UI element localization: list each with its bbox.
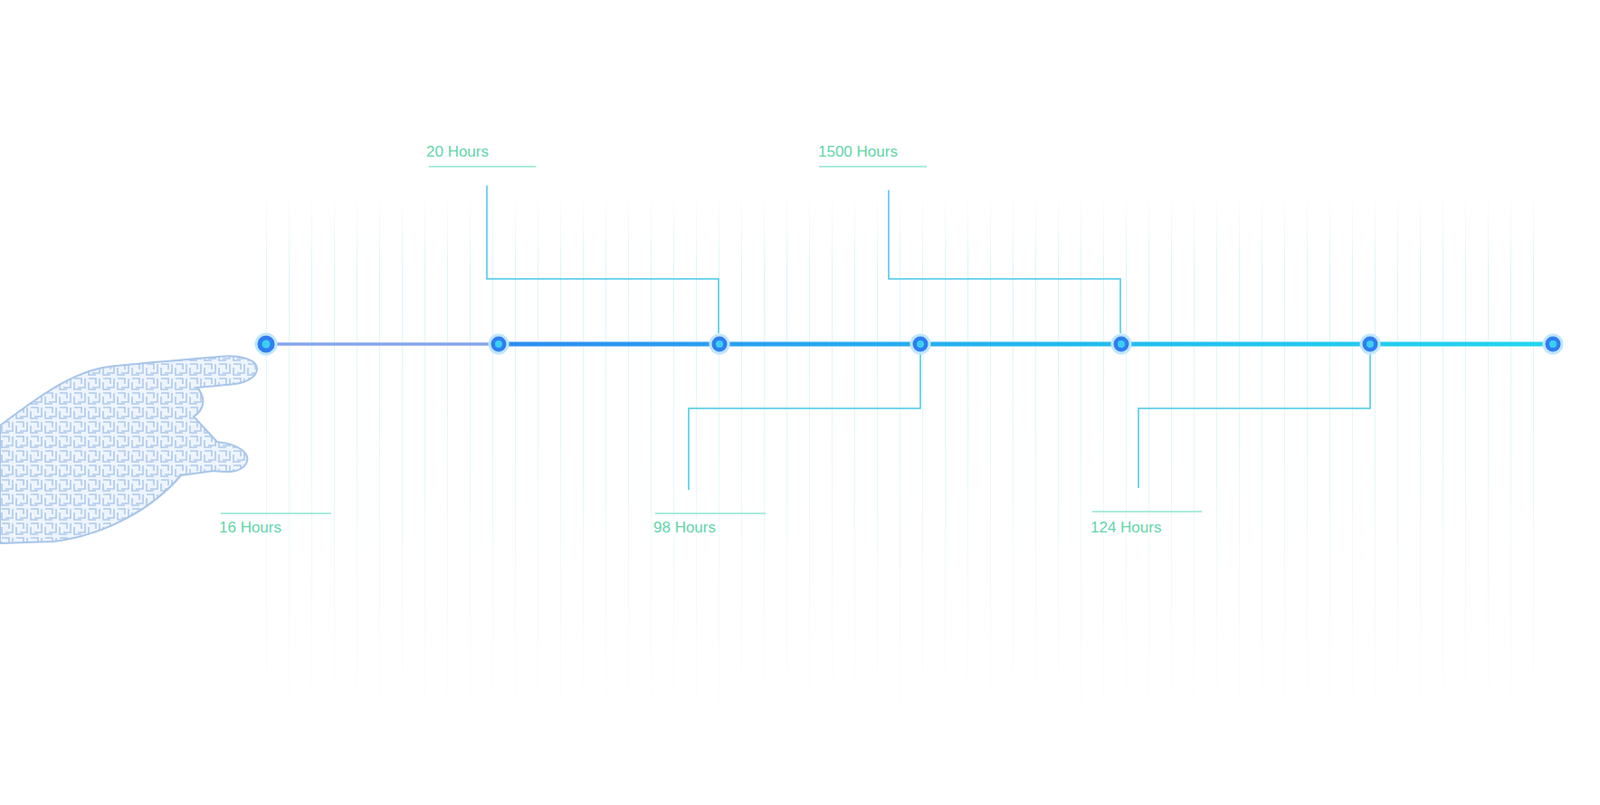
duration-label: 16 Hours <box>217 518 284 537</box>
timeline-dots <box>256 333 1562 354</box>
duration-label: 1500 Hours <box>816 142 900 162</box>
leader-lines <box>486 185 1371 490</box>
duration-label: 98 Hours <box>651 518 718 537</box>
duration-label: 124 Hours <box>1088 518 1163 537</box>
duration-label: 20 Hours <box>424 142 491 162</box>
